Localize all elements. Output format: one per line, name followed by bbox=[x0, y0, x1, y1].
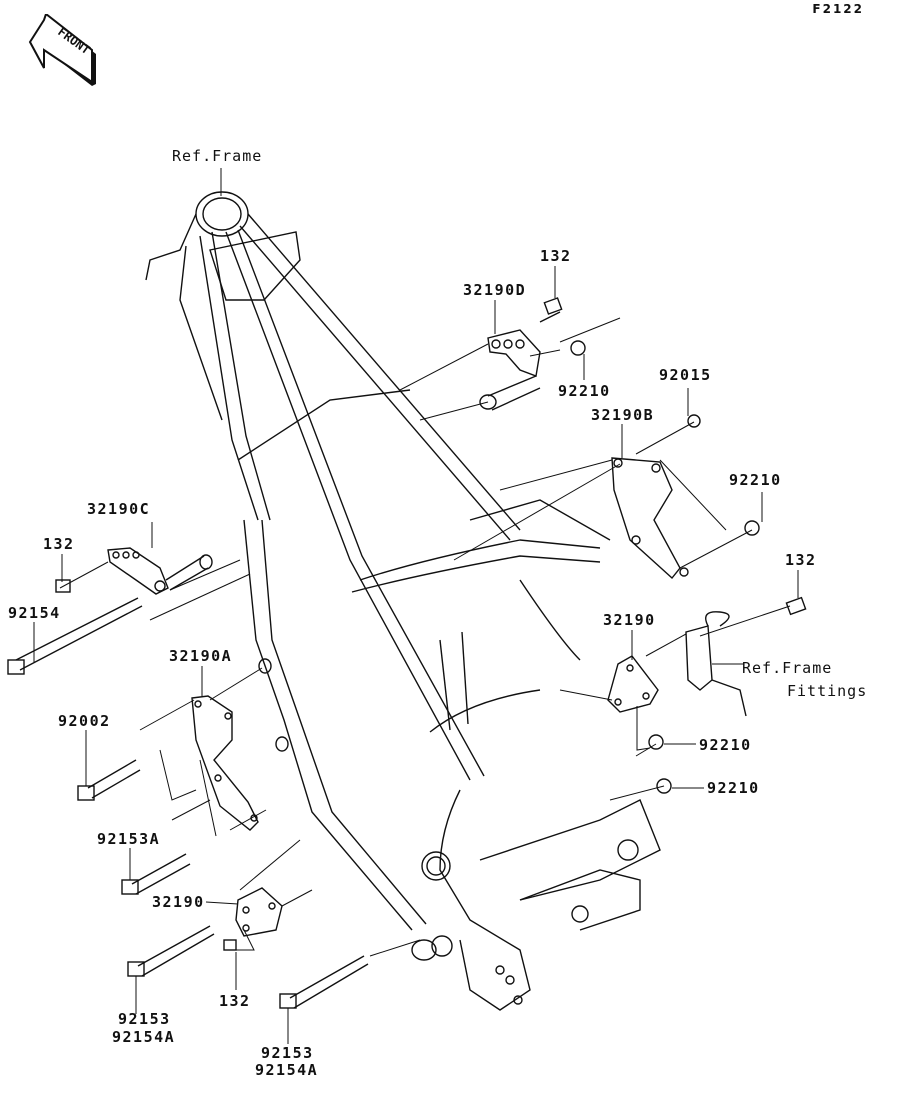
bracket-32190A-art bbox=[77, 658, 289, 895]
part-32190C[interactable]: 32190C bbox=[87, 500, 151, 518]
part-32190D[interactable]: 32190D bbox=[463, 281, 527, 299]
bracket-32190C-art bbox=[7, 547, 213, 675]
frame-main-tubes bbox=[179, 213, 611, 931]
part-132-bottom[interactable]: 132 bbox=[219, 992, 251, 1010]
part-92153A[interactable]: 92153A bbox=[97, 830, 161, 848]
front-arrow-icon: FRONT bbox=[28, 14, 96, 86]
swingarm-pivot-area bbox=[411, 789, 661, 1011]
steering-head bbox=[145, 191, 249, 281]
ref-frame-fittings-label-line1[interactable]: Ref.Frame bbox=[742, 659, 833, 677]
part-32190B[interactable]: 32190B bbox=[591, 406, 655, 424]
part-92153-right[interactable]: 92153 bbox=[261, 1044, 314, 1062]
part-92210-right[interactable]: 92210 bbox=[729, 471, 782, 489]
part-92153-left[interactable]: 92153 bbox=[118, 1010, 171, 1028]
part-32190-left[interactable]: 32190 bbox=[152, 893, 205, 911]
part-92210-mid[interactable]: 92210 bbox=[699, 736, 752, 754]
part-92210-top[interactable]: 92210 bbox=[558, 382, 611, 400]
leader-lines bbox=[33, 168, 799, 1044]
part-132-left[interactable]: 132 bbox=[43, 535, 75, 553]
frame-gusset bbox=[209, 231, 301, 301]
part-92210-low[interactable]: 92210 bbox=[707, 779, 760, 797]
part-92154[interactable]: 92154 bbox=[8, 604, 61, 622]
part-92015[interactable]: 92015 bbox=[659, 366, 712, 384]
part-92002[interactable]: 92002 bbox=[58, 712, 111, 730]
part-92154A-left[interactable]: 92154A bbox=[112, 1028, 176, 1046]
bracket-32190B-art bbox=[611, 457, 681, 580]
part-32190-right[interactable]: 32190 bbox=[603, 611, 656, 629]
bracket-32190-left-art bbox=[127, 887, 369, 1009]
part-32190A[interactable]: 32190A bbox=[169, 647, 233, 665]
part-132-right[interactable]: 132 bbox=[785, 551, 817, 569]
ref-frame-label[interactable]: Ref.Frame bbox=[172, 147, 263, 165]
part-92154A-right[interactable]: 92154A bbox=[255, 1061, 319, 1079]
ref-frame-fittings-label-line2[interactable]: Fittings bbox=[787, 682, 868, 700]
bracket-32190D-art bbox=[479, 297, 586, 411]
diagram-code: F2122 bbox=[812, 2, 864, 16]
part-132-top[interactable]: 132 bbox=[540, 247, 572, 265]
